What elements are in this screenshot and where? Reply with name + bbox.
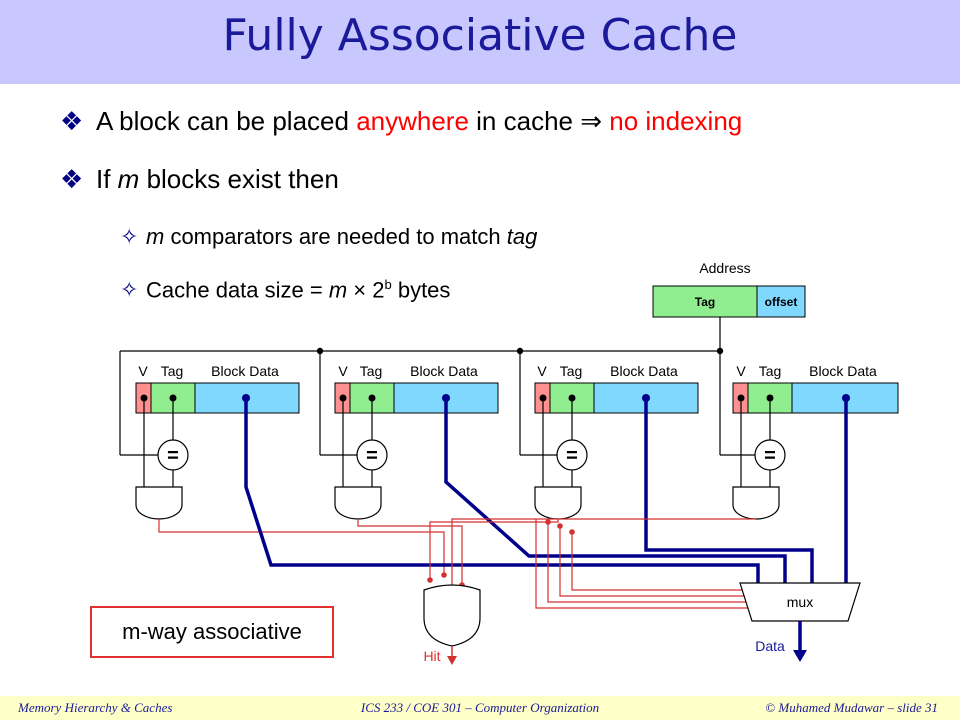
cache-way-1: V Tag Block Data = — [119, 351, 760, 583]
and-gate — [135, 486, 183, 520]
and-gate — [732, 486, 780, 520]
footer-center: ICS 233 / COE 301 – Computer Organizatio… — [360, 700, 600, 715]
bullet-list: ❖A block can be placed anywhere in cache… — [60, 100, 950, 312]
data-bus — [244, 398, 760, 583]
cache-way-2: V Tag Block Data = — [319, 351, 787, 585]
footer-left: Memory Hierarchy & Caches — [18, 700, 173, 715]
col-data-label: Block Data — [211, 363, 279, 379]
col-data-label: Block Data — [610, 363, 678, 379]
bullet-m-blocks: ❖If m blocks exist then — [60, 158, 950, 216]
title-bar — [0, 0, 960, 84]
cache-way-4: V Tag Block Data = — [451, 351, 899, 588]
comparator-symbol: = — [167, 445, 179, 467]
address-tag-field — [652, 285, 758, 318]
star-bullet-icon: ✧ — [120, 224, 139, 249]
data-label: Data — [755, 638, 785, 654]
footer-right: © Muhamed Mudawar – slide 31 — [765, 700, 938, 715]
footer-bar: Memory Hierarchy & Caches ICS 233 / COE … — [0, 696, 960, 720]
comparator-symbol: = — [764, 445, 776, 467]
hit-label: Hit — [423, 648, 440, 664]
hit-wire — [429, 519, 559, 580]
col-valid-label: V — [338, 363, 348, 379]
slide-title: Fully Associative Cache — [222, 10, 738, 61]
col-data-label: Block Data — [410, 363, 478, 379]
col-valid-label: V — [736, 363, 746, 379]
data-bus — [644, 398, 814, 583]
address-tag-text: Tag — [695, 295, 715, 309]
mux — [739, 582, 861, 622]
subbullet-data-size: ✧Cache data size = m × 2b bytes — [60, 264, 950, 312]
m-way-associative-box: m-way associative — [90, 606, 334, 658]
star-bullet-icon: ✧ — [120, 277, 139, 303]
implies-arrow-icon: ⇒ — [580, 106, 603, 136]
hit-arrow-icon — [447, 656, 457, 665]
subbullet-comparators: ✧m comparators are needed to match tag — [60, 216, 950, 264]
col-tag-label: Tag — [759, 363, 782, 379]
hit-wire — [158, 519, 445, 575]
or-gate — [423, 584, 481, 647]
mux-label: mux — [787, 594, 813, 610]
comparator-symbol: = — [366, 445, 378, 467]
address-offset-field — [756, 285, 806, 318]
bullet-placement: ❖A block can be placed anywhere in cache… — [60, 100, 950, 158]
hit-wire — [357, 519, 463, 585]
comparator-symbol: = — [566, 445, 578, 467]
tag-bus — [120, 317, 721, 352]
cache-way-3: V Tag Block Data = — [429, 351, 814, 583]
address-label: Address — [699, 260, 750, 276]
col-tag-label: Tag — [560, 363, 583, 379]
and-gate — [334, 486, 382, 520]
data-bus — [444, 398, 787, 583]
and-gate — [534, 486, 582, 520]
mux-select-lines — [535, 519, 748, 609]
col-data-label: Block Data — [809, 363, 877, 379]
diamond-bullet-icon: ❖ — [60, 164, 84, 194]
col-tag-label: Tag — [360, 363, 383, 379]
col-tag-label: Tag — [161, 363, 184, 379]
hit-wire — [451, 518, 756, 588]
col-valid-label: V — [537, 363, 547, 379]
address-offset-text: offset — [765, 295, 798, 309]
diamond-bullet-icon: ❖ — [60, 106, 84, 136]
col-valid-label: V — [138, 363, 148, 379]
data-arrow-icon — [793, 650, 807, 662]
